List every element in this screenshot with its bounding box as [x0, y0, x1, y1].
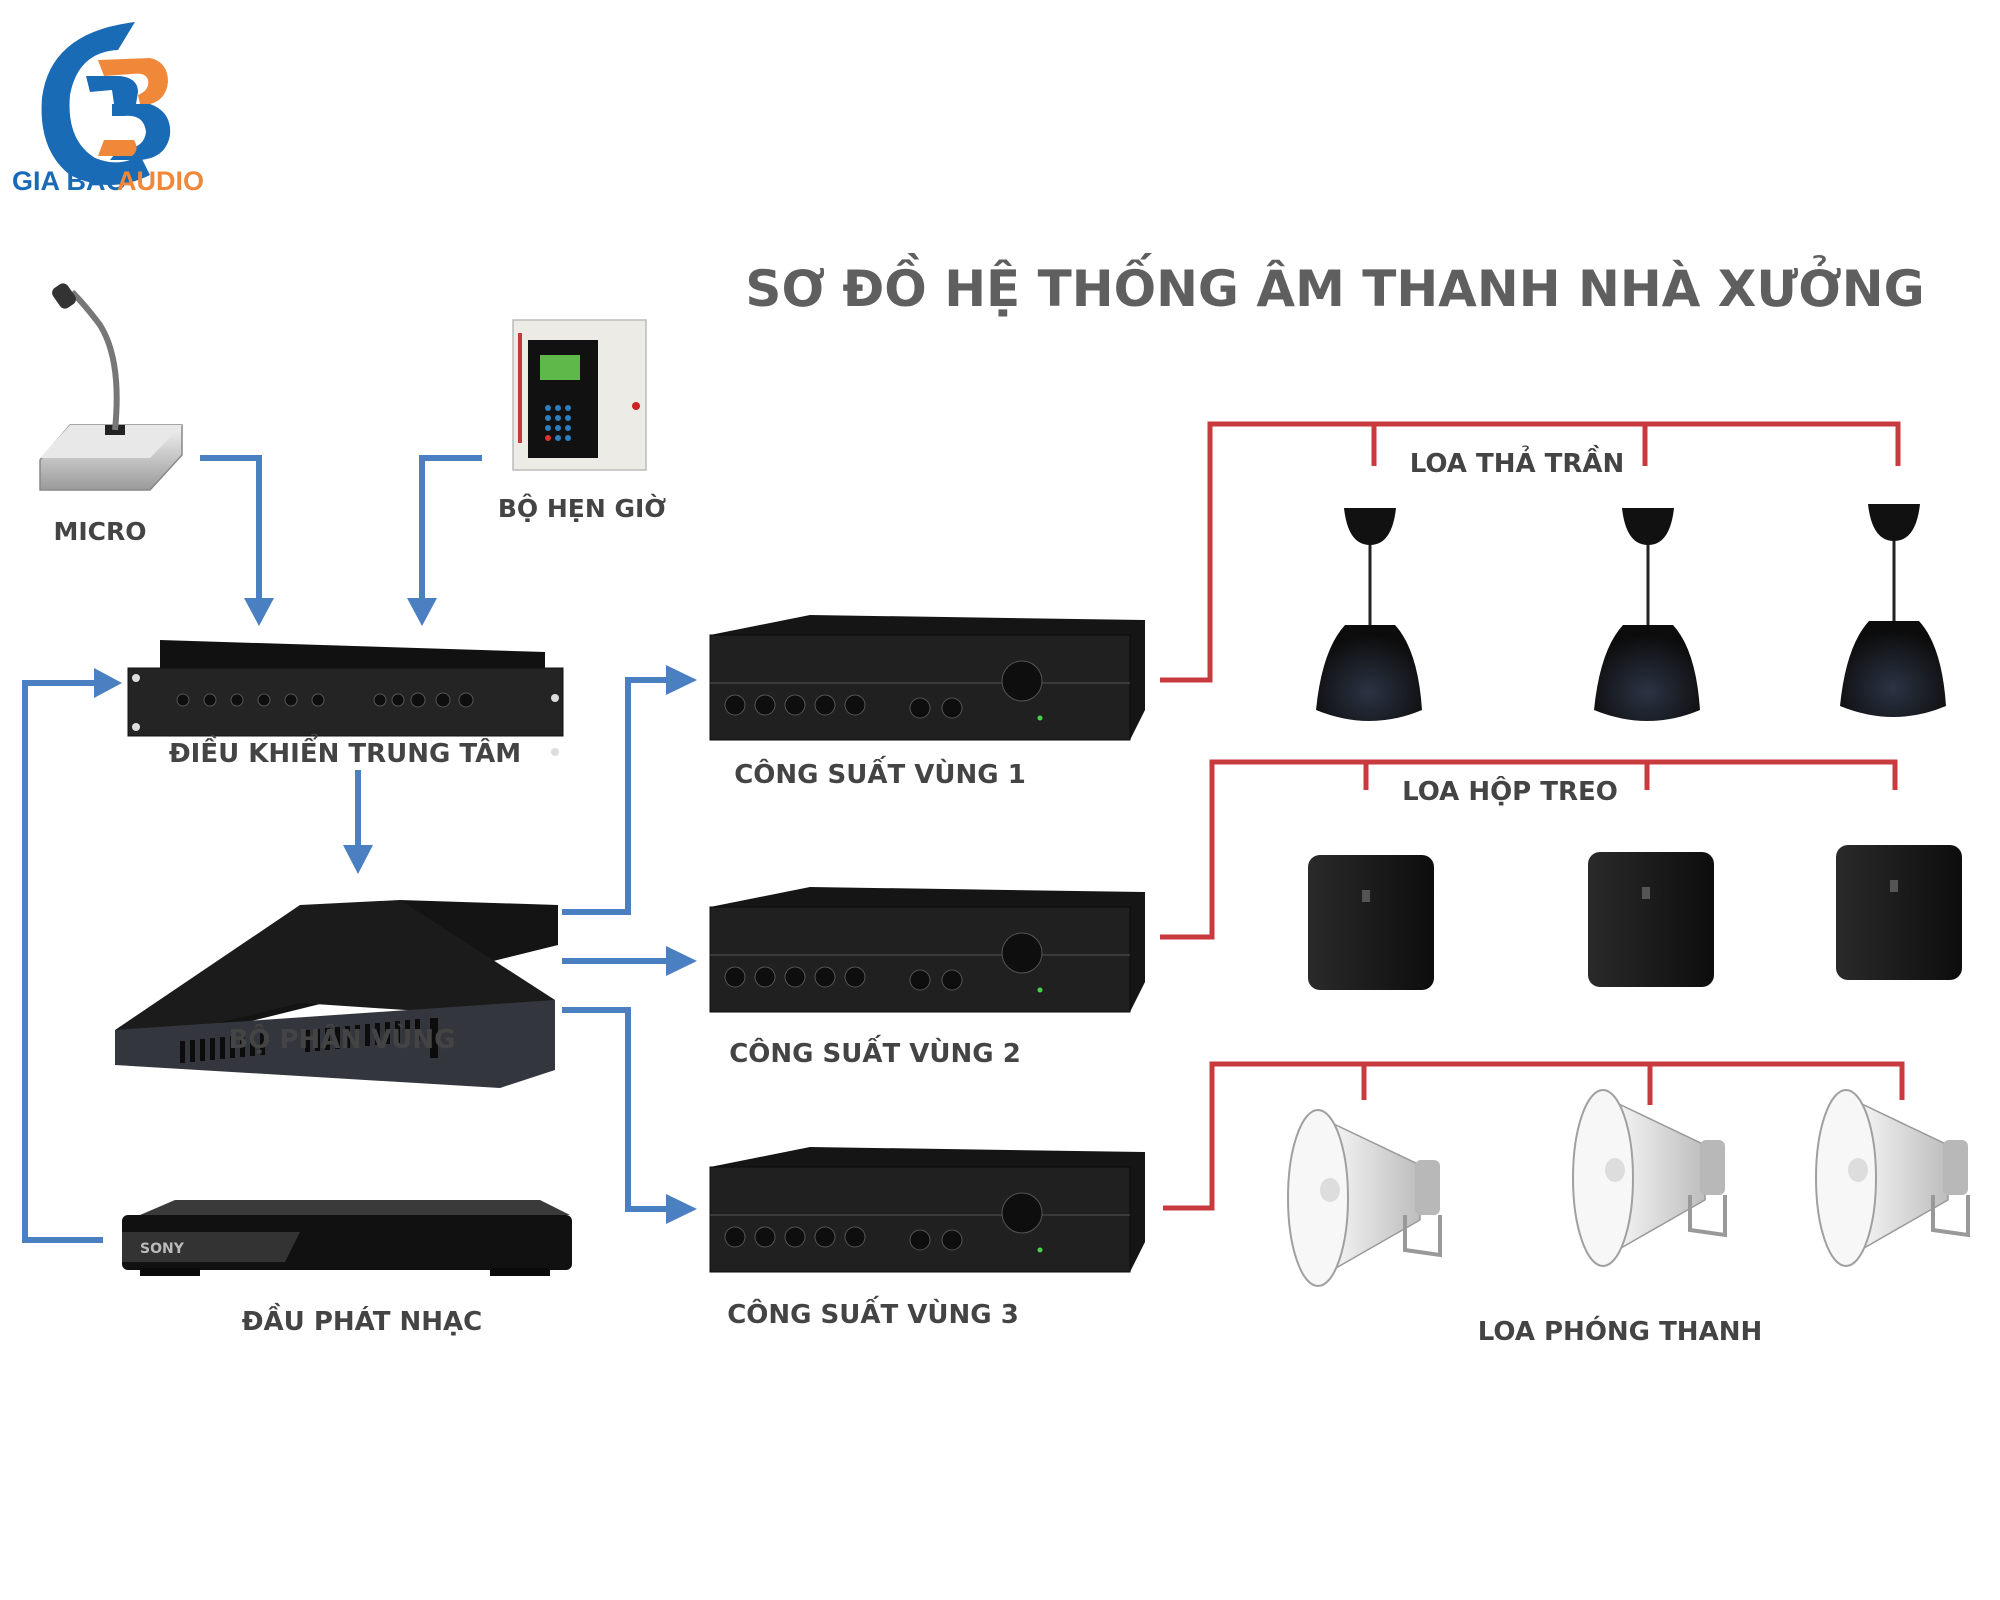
box-speaker-icon: [1308, 855, 1434, 990]
pendant-speaker-icon: [1840, 504, 1946, 717]
amp2-speaker-bus: [1160, 759, 1898, 940]
zone-to-amp3-line: [562, 1007, 668, 1212]
player-brand-text: SONY: [140, 1241, 185, 1257]
speaker-group-label: LOA PHÓNG THANH: [1478, 1315, 1762, 1347]
arrow-head-icon: [666, 1194, 697, 1224]
arrow-head-icon: [666, 946, 697, 976]
amplifier-icon: [709, 887, 1145, 1013]
amplifier-icon: [709, 1147, 1145, 1273]
signal-connections: [22, 455, 697, 1243]
speaker-logo-mark: [1890, 880, 1898, 892]
timer-label: BỘ HẸN GIỜ: [498, 493, 666, 523]
amplifier-label: CÔNG SUẤT VÙNG 3: [727, 1294, 1019, 1330]
dvd-player-icon: SONY: [122, 1200, 572, 1276]
amp3-speaker-bus: [1163, 1061, 1905, 1211]
player-to-mixer-line: [22, 680, 103, 1243]
amplifier-2[interactable]: CÔNG SUẤT VÙNG 2: [709, 887, 1145, 1069]
amplifier-label: CÔNG SUẤT VÙNG 1: [734, 754, 1026, 790]
arrow-head-icon: [343, 845, 373, 874]
zone-selector-label: BỘ PHÂN VÙNG: [228, 1023, 455, 1055]
zone-to-amp1-line: [562, 677, 668, 915]
mixer-rack-icon: [127, 640, 564, 756]
horn-speaker-icon: [1572, 1089, 1727, 1267]
speaker-connections: [1160, 421, 1905, 1211]
box-speaker-icon: [1836, 845, 1962, 980]
speaker-group-label: LOA HỘP TREO: [1402, 775, 1618, 807]
arrow-head-icon: [244, 598, 274, 626]
horn-speaker-icon: [1287, 1109, 1442, 1287]
central-control-device[interactable]: ĐIỀU KHIỂN TRUNG TÂM: [127, 640, 564, 769]
horn-speaker[interactable]: [1815, 1089, 1970, 1267]
micro-label: MICRO: [53, 517, 146, 546]
horn-speaker[interactable]: [1572, 1089, 1727, 1267]
amplifier-label: CÔNG SUẤT VÙNG 2: [729, 1033, 1021, 1069]
zone-selector-device[interactable]: BỘ PHÂN VÙNG: [115, 900, 558, 1088]
speaker-logo-mark: [1642, 887, 1650, 899]
speaker-group-label: LOA THẢ TRẦN: [1410, 444, 1625, 479]
music-player-device[interactable]: SONY ĐẦU PHÁT NHẠC: [122, 1200, 572, 1337]
amplifier-1[interactable]: CÔNG SUẤT VÙNG 1: [709, 615, 1145, 790]
zone-selector-icon: [115, 900, 558, 1088]
pendant-speaker-icon: [1316, 508, 1422, 721]
brand-logo: GIA BẢO AUDIO: [12, 22, 204, 196]
timer-to-mixer-line: [419, 455, 482, 600]
timer-controller-icon: [512, 319, 647, 471]
pendant-speaker-icon: [1594, 508, 1700, 721]
mixer-knobs: [176, 692, 474, 708]
micro-to-mixer-line: [200, 455, 262, 600]
speaker-logo-mark: [1362, 890, 1370, 902]
logo-mark-icon: [41, 22, 171, 185]
timer-device[interactable]: BỘ HẸN GIỜ: [498, 319, 666, 523]
pendant-speaker[interactable]: [1594, 508, 1700, 721]
arrow-head-icon: [94, 668, 122, 698]
box-speaker[interactable]: [1308, 855, 1434, 990]
micro-device[interactable]: MICRO: [39, 281, 183, 546]
pendant-speaker[interactable]: [1840, 504, 1946, 717]
box-speaker[interactable]: [1836, 845, 1962, 980]
box-speaker[interactable]: [1588, 852, 1714, 987]
logo-brand-primary: GIA BẢO: [12, 164, 127, 196]
amplifier-3[interactable]: CÔNG SUẤT VÙNG 3: [709, 1147, 1145, 1330]
amplifier-icon: [709, 615, 1145, 741]
arrow-head-icon: [407, 598, 437, 626]
horn-speaker[interactable]: [1287, 1109, 1442, 1287]
microphone-icon: [39, 283, 183, 491]
logo-brand-secondary: AUDIO: [117, 166, 204, 196]
music-player-label: ĐẦU PHÁT NHẠC: [242, 1302, 483, 1337]
amp1-speaker-bus: [1160, 421, 1901, 683]
horn-speaker-icon: [1815, 1089, 1970, 1267]
pendant-speaker[interactable]: [1316, 508, 1422, 721]
central-control-label: ĐIỀU KHIỂN TRUNG TÂM: [169, 732, 521, 769]
arrow-head-icon: [666, 665, 697, 695]
diagram-title: SƠ ĐỒ HỆ THỐNG ÂM THANH NHÀ XƯỞNG: [745, 253, 1924, 318]
box-speaker-icon: [1588, 852, 1714, 987]
